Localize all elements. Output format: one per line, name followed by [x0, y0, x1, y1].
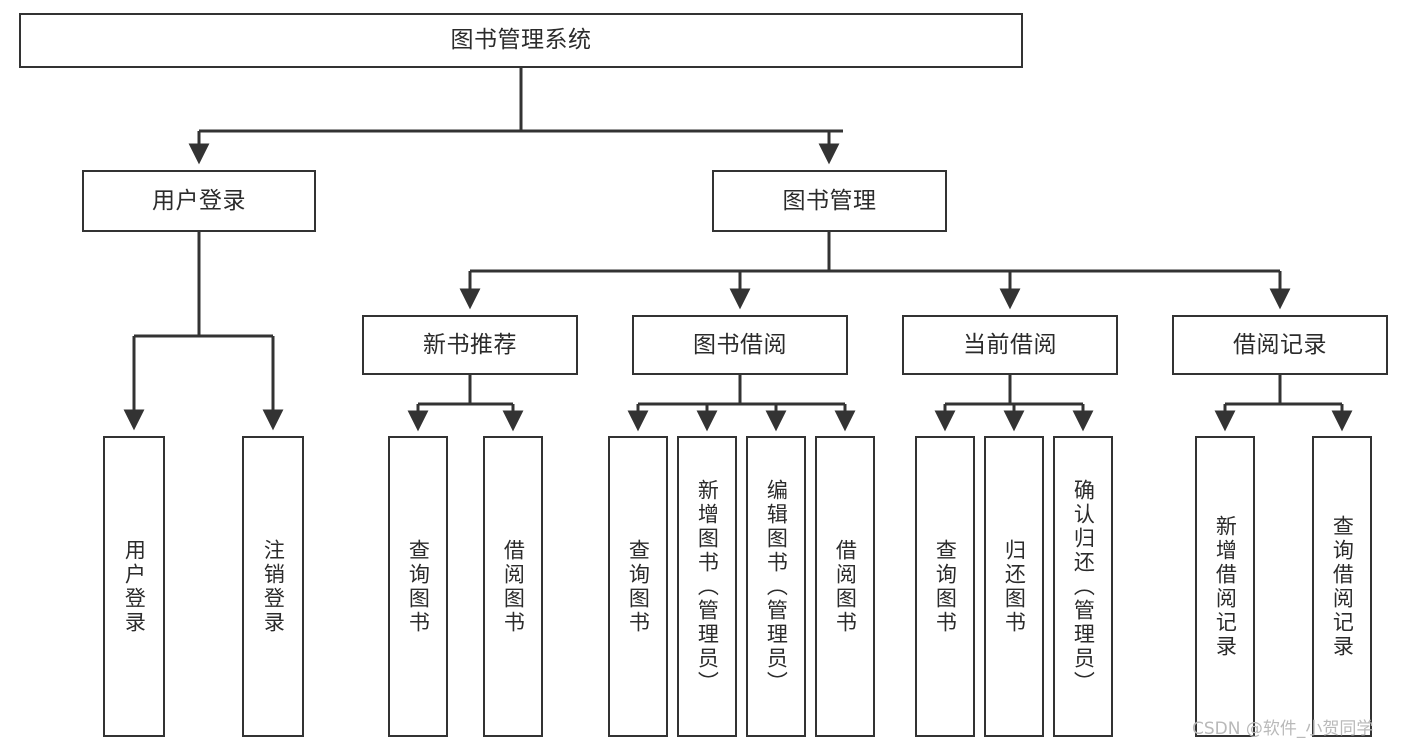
node-book-borrow-label: 图书借阅 [693, 331, 787, 358]
node-borrow-record-label: 借阅记录 [1233, 331, 1327, 358]
node-borrow-record[interactable]: 借阅记录 [1172, 315, 1388, 375]
node-leaf-query-book-1-label: 查询图书 [406, 538, 431, 635]
node-leaf-confirm-return-label: 确认归还（管理员） [1071, 478, 1096, 695]
node-leaf-user-login-label: 用户登录 [122, 538, 147, 635]
node-root-label: 图书管理系统 [450, 27, 592, 54]
node-user-login[interactable]: 用户登录 [82, 170, 316, 232]
node-leaf-borrow-book-1-label: 借阅图书 [501, 538, 526, 635]
edge-root-to-level2 [188, 68, 843, 165]
node-leaf-borrow-book-2-label: 借阅图书 [833, 538, 858, 635]
node-new-book-rec-label: 新书推荐 [423, 331, 517, 358]
edge-bookmanage-to-level3 [459, 232, 1291, 310]
node-book-manage[interactable]: 图书管理 [712, 170, 947, 232]
node-leaf-user-login[interactable]: 用户登录 [103, 436, 165, 737]
node-leaf-edit-book-label: 编辑图书（管理员） [764, 478, 789, 695]
node-book-manage-label: 图书管理 [782, 187, 877, 214]
node-leaf-query-book-3-label: 查询图书 [933, 538, 958, 635]
node-leaf-add-book-label: 新增图书（管理员） [695, 478, 720, 695]
node-current-borrow[interactable]: 当前借阅 [902, 315, 1118, 375]
node-leaf-return-book[interactable]: 归还图书 [984, 436, 1044, 737]
node-leaf-query-book-2-label: 查询图书 [626, 538, 651, 635]
node-leaf-edit-book[interactable]: 编辑图书（管理员） [746, 436, 806, 737]
node-leaf-query-record[interactable]: 查询借阅记录 [1312, 436, 1372, 737]
node-book-borrow[interactable]: 图书借阅 [632, 315, 848, 375]
node-leaf-query-book-3[interactable]: 查询图书 [915, 436, 975, 737]
node-leaf-borrow-book-2[interactable]: 借阅图书 [815, 436, 875, 737]
edge-userlogin-to-leaves [123, 232, 284, 431]
node-leaf-confirm-return[interactable]: 确认归还（管理员） [1053, 436, 1113, 737]
node-leaf-query-record-label: 查询借阅记录 [1330, 514, 1355, 659]
node-leaf-add-record-label: 新增借阅记录 [1213, 514, 1238, 659]
node-leaf-add-record[interactable]: 新增借阅记录 [1195, 436, 1255, 737]
node-leaf-logout[interactable]: 注销登录 [242, 436, 304, 737]
edge-newbook-to-leaves [407, 375, 524, 432]
edge-borrowrecord-to-leaves [1214, 375, 1353, 432]
node-root[interactable]: 图书管理系统 [19, 13, 1023, 68]
edge-bookborrow-to-leaves [627, 375, 856, 432]
node-current-borrow-label: 当前借阅 [963, 331, 1057, 358]
node-leaf-borrow-book-1[interactable]: 借阅图书 [483, 436, 543, 737]
node-leaf-query-book-1[interactable]: 查询图书 [388, 436, 448, 737]
edge-currentborrow-to-leaves [934, 375, 1094, 432]
node-new-book-rec[interactable]: 新书推荐 [362, 315, 578, 375]
node-leaf-query-book-2[interactable]: 查询图书 [608, 436, 668, 737]
node-leaf-add-book[interactable]: 新增图书（管理员） [677, 436, 737, 737]
csdn-watermark: CSDN @软件_小贺同学 [1192, 719, 1374, 739]
node-leaf-return-book-label: 归还图书 [1002, 538, 1027, 635]
node-leaf-logout-label: 注销登录 [261, 538, 286, 635]
node-user-login-label: 用户登录 [152, 187, 246, 214]
